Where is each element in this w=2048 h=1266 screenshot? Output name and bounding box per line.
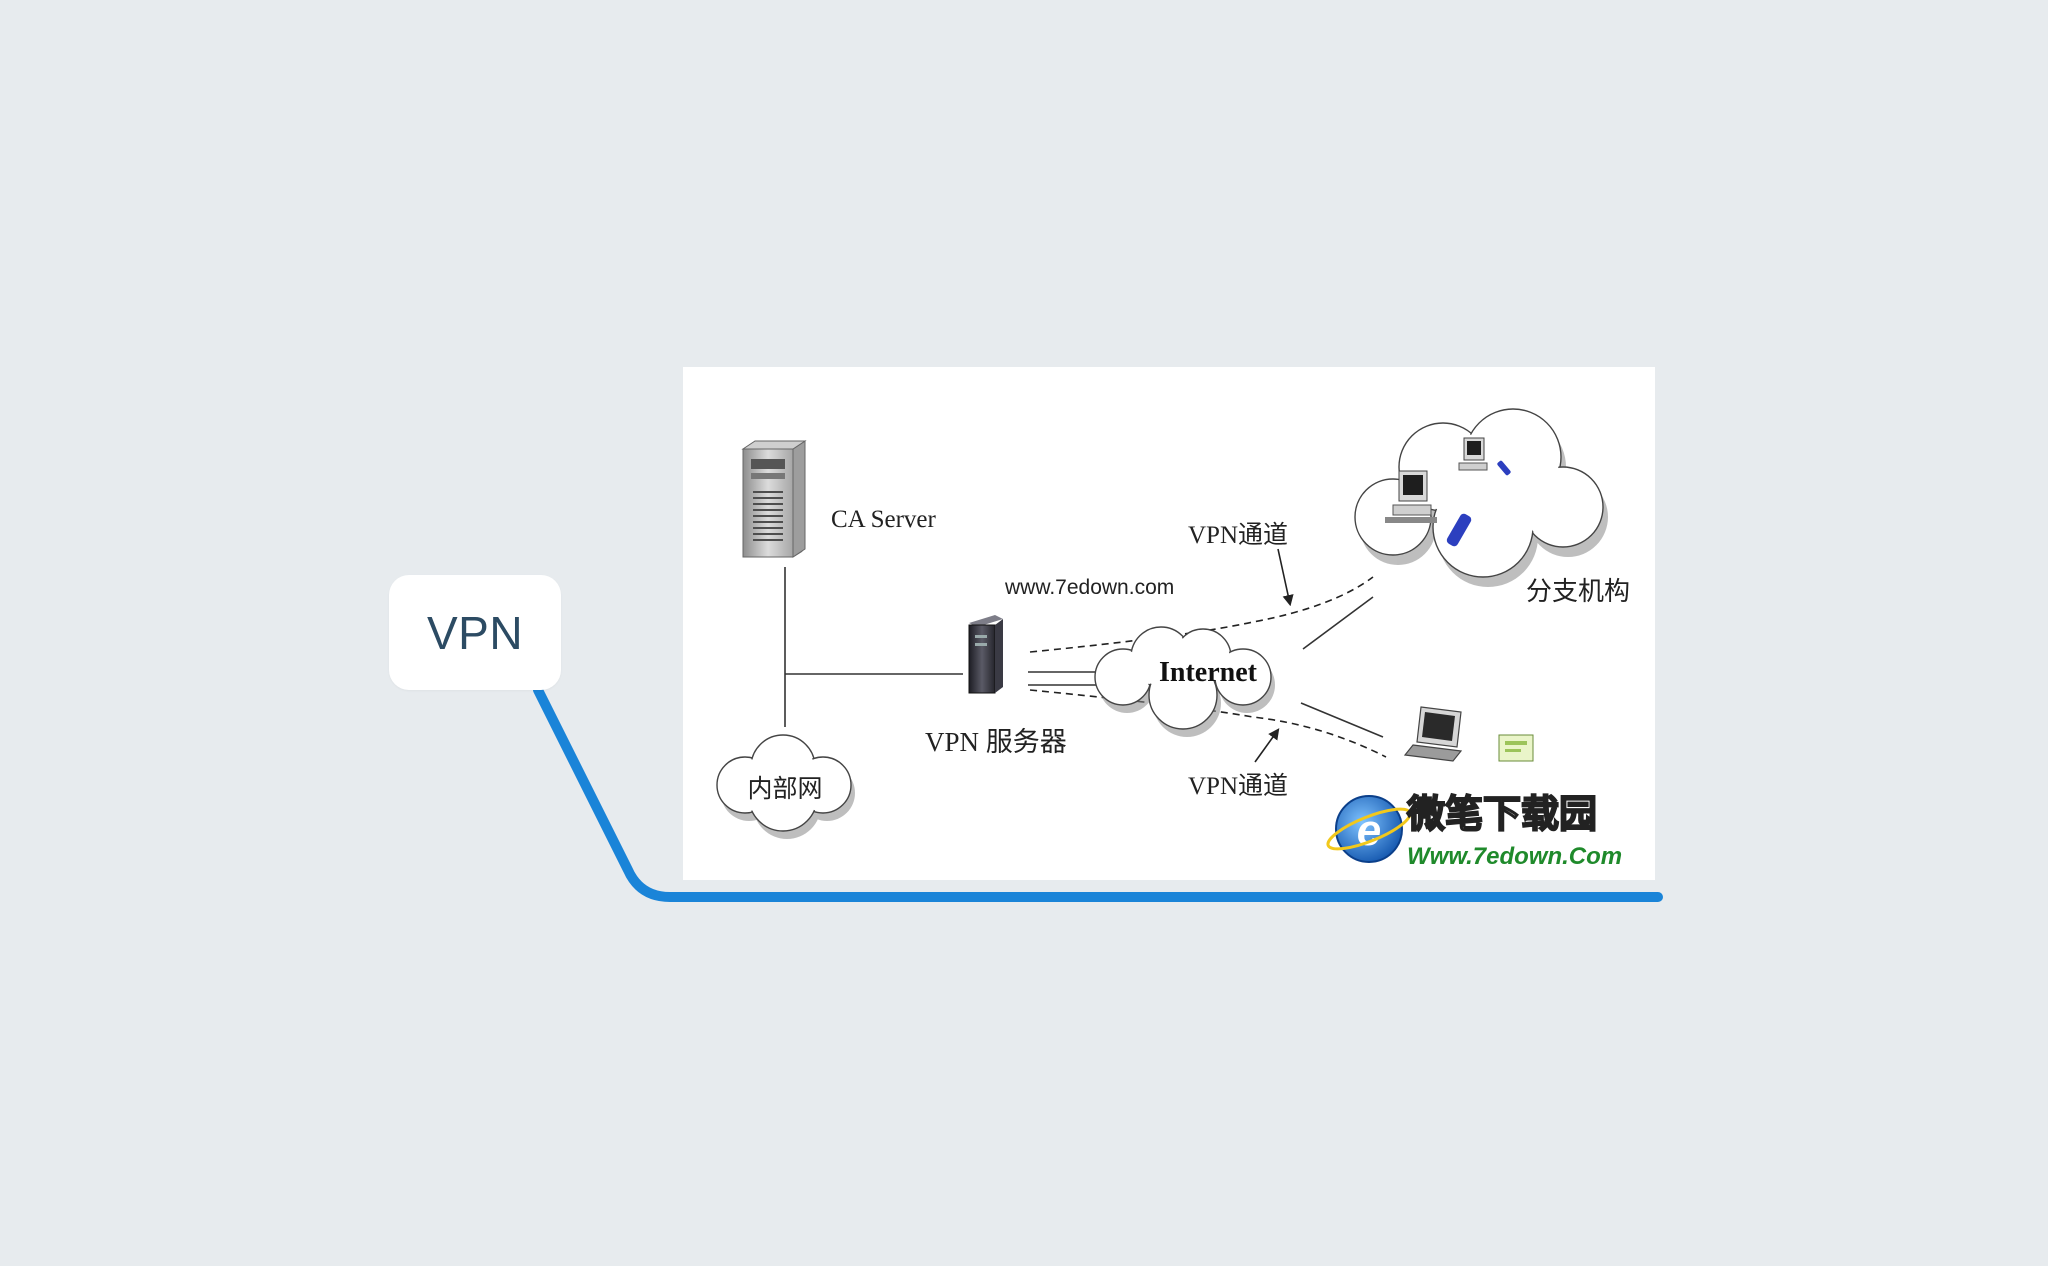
network-links bbox=[784, 567, 1384, 738]
branch-desktop-computer-icon bbox=[1385, 470, 1437, 523]
logo-title: 微笔下载园 bbox=[1406, 792, 1597, 836]
vpn-tunnel-label-bottom: VPN通道 bbox=[1188, 772, 1288, 800]
site-logo: e bbox=[1326, 795, 1412, 863]
internet-label: Internet bbox=[1159, 657, 1258, 688]
ca-server-icon bbox=[741, 440, 807, 558]
usb-key-icon bbox=[1446, 460, 1511, 547]
branch-office-cloud bbox=[1354, 408, 1608, 587]
ca-server-label: CA Server bbox=[831, 506, 937, 533]
tunnel-arrow-top bbox=[1277, 548, 1294, 607]
certificate-icon bbox=[1498, 734, 1534, 762]
laptop-icon bbox=[1403, 706, 1463, 762]
internet-cloud bbox=[1094, 626, 1275, 737]
branch-office-label: 分支机构 bbox=[1526, 577, 1630, 607]
vpn-tunnel-label-top: VPN通道 bbox=[1188, 521, 1288, 549]
root-topic-node[interactable]: VPN bbox=[389, 575, 561, 690]
root-topic-label: VPN bbox=[426, 606, 524, 659]
internal-network-cloud bbox=[716, 734, 855, 839]
branch-small-computer-icon bbox=[1458, 437, 1488, 471]
tunnel-arrow-bottom bbox=[1254, 728, 1280, 763]
watermark-url: www.7edown.com bbox=[1004, 576, 1174, 599]
vpn-diagram-image[interactable]: CA Server bbox=[683, 367, 1655, 880]
vpn-network-diagram: CA Server bbox=[716, 408, 1630, 870]
internal-network-label: 内部网 bbox=[747, 774, 822, 803]
logo-url: Www.7edown.Com bbox=[1407, 843, 1622, 870]
vpn-server-label: VPN 服务器 bbox=[925, 727, 1067, 757]
vpn-server-icon bbox=[968, 615, 1003, 694]
